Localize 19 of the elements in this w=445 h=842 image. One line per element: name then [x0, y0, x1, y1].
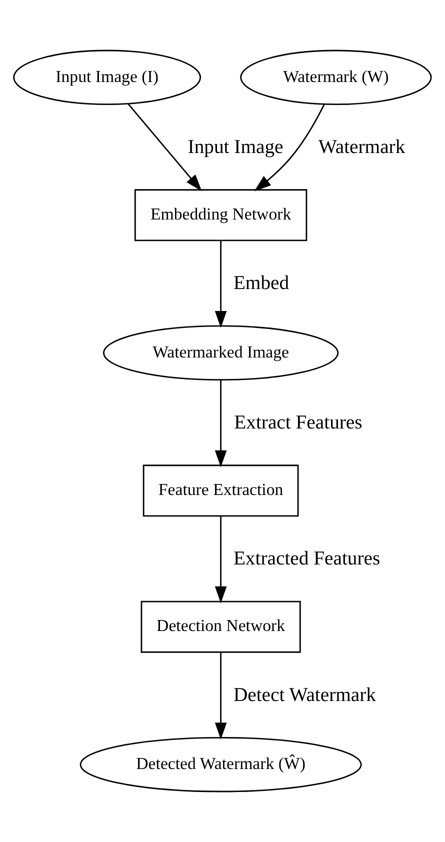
node-ellipse: Input Image (I) — [13, 50, 202, 106]
arrow — [127, 103, 202, 192]
edge-label: Detect Watermark — [233, 684, 376, 706]
edge-label: Watermark — [318, 136, 406, 158]
node-box: Embedding Network — [134, 189, 308, 242]
arrow — [254, 104, 325, 192]
arrow — [214, 516, 227, 604]
edge-label: Embed — [233, 272, 290, 294]
edge-label: Extract Features — [234, 411, 362, 434]
node-ellipse: Watermark (W) — [240, 50, 432, 106]
node-box: Feature Extraction — [142, 464, 299, 517]
node-ellipse: Watermarked Image — [103, 325, 339, 381]
edge-label: Input Image — [188, 136, 284, 158]
arrow — [214, 652, 227, 740]
node-ellipse: Detected Watermark (Ŵ) — [80, 736, 362, 792]
node-box: Detection Network — [140, 600, 301, 653]
arrow — [214, 380, 227, 468]
arrow — [214, 240, 227, 328]
edge-label: Extracted Features — [233, 548, 380, 570]
